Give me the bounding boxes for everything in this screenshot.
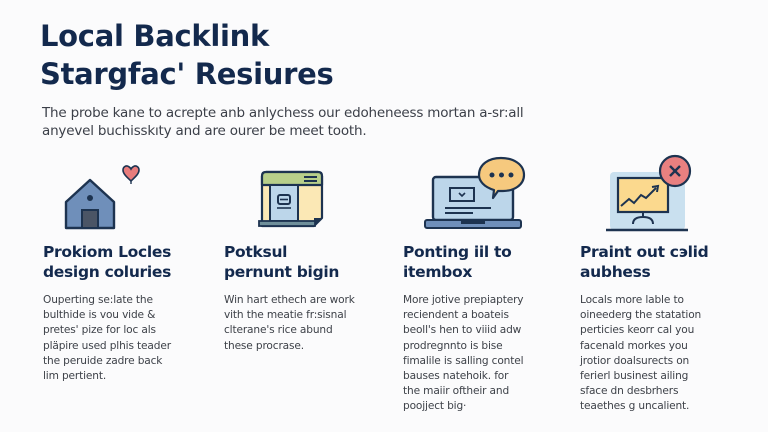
desc-line: beoll's hen to viiid adw — [403, 324, 522, 337]
card-heading-line: Praint out cэlid — [580, 243, 709, 261]
card-heading-line: Ponting iil to — [403, 243, 512, 261]
desc-line: facenald morkes you — [580, 339, 688, 352]
card-heading: Potksul pernunt bigin — [224, 242, 339, 282]
card-description: Ouperting se:late the bulthide is vou vi… — [43, 293, 171, 384]
intro-line-1: The probe kane to acrepte anb anlychess … — [42, 105, 524, 121]
desc-line: clterane's rice abund — [224, 324, 333, 337]
feature-card-1: Prokiom Locles design coluries Ouperting… — [43, 150, 213, 382]
card-heading: Prokiom Locles design coluries — [43, 242, 171, 282]
desc-line: bulthide is vou vide & — [43, 309, 156, 322]
intro-paragraph: The probe kane to acrepte anb anlychess … — [42, 104, 562, 140]
card-description: More jotive prepiaptery reciendent a boa… — [403, 293, 524, 415]
desc-line: pretes' pize for loc als — [43, 324, 156, 337]
document-page-icon — [224, 150, 394, 238]
page-title: Local Backlink Stargfac' Resiures — [40, 17, 334, 93]
chart-monitor-close-icon — [580, 150, 750, 238]
house-heart-icon — [43, 150, 213, 238]
intro-line-2: anyevel buchisskıty and are ourer be mee… — [42, 123, 367, 139]
desc-line: sface dn desbrhers — [580, 385, 679, 398]
card-description: Locals more lable to oineederg the stata… — [580, 293, 701, 415]
desc-line: pläpire used plhis teader — [43, 339, 171, 352]
desc-line: prodregnnto is bise — [403, 339, 503, 352]
feature-card-3: Ponting iil to itembox More jotive prepi… — [403, 150, 573, 412]
title-line-2: Stargfac' Resiures — [40, 57, 334, 91]
desc-line: bauses natehoik. for — [403, 370, 509, 383]
desc-line: oineederg the statation — [580, 309, 702, 322]
laptop-chat-icon — [403, 150, 573, 238]
feature-card-4: Praint out cэlid aubhess Locals more lab… — [580, 150, 750, 412]
desc-line: jrotior doalsurects on — [580, 354, 690, 367]
card-heading-line: aubhess — [580, 263, 651, 281]
desc-line: lim pertient. — [43, 370, 107, 383]
desc-line: More jotive prepiaptery — [403, 294, 524, 306]
desc-line: Ouperting se:late the — [43, 294, 153, 306]
title-line-1: Local Backlink — [40, 19, 269, 53]
desc-line: these procrase. — [224, 339, 304, 352]
desc-line: the maiir oftheir and — [403, 385, 510, 398]
desc-line: poojject big· — [403, 400, 467, 413]
desc-line: fimalile is salling contel — [403, 354, 524, 367]
card-heading-line: design coluries — [43, 263, 172, 281]
desc-line: reciendent a boateis — [403, 309, 509, 322]
card-heading-line: Potksul — [224, 243, 288, 261]
card-heading-line: pernunt bigin — [224, 263, 340, 281]
card-heading: Praint out cэlid aubhess — [580, 242, 709, 282]
desc-line: Locals more lable to — [580, 294, 684, 306]
desc-line: vith the meatie fr:sisnal — [224, 309, 347, 322]
desc-line: Win hart ethech are work — [224, 294, 355, 306]
desc-line: teaethes g uncalient. — [580, 400, 690, 413]
desc-line: the peruide zadre back — [43, 354, 163, 367]
card-heading-line: itembox — [403, 263, 473, 281]
card-heading: Ponting iil to itembox — [403, 242, 512, 282]
desc-line: ferierl businest ailing — [580, 370, 689, 383]
desc-line: perticies keorr cal you — [580, 324, 695, 337]
card-heading-line: Prokiom Locles — [43, 243, 172, 261]
card-description: Win hart ethech are work vith the meatie… — [224, 293, 355, 354]
feature-card-2: Potksul pernunt bigin Win hart ethech ar… — [224, 150, 394, 352]
